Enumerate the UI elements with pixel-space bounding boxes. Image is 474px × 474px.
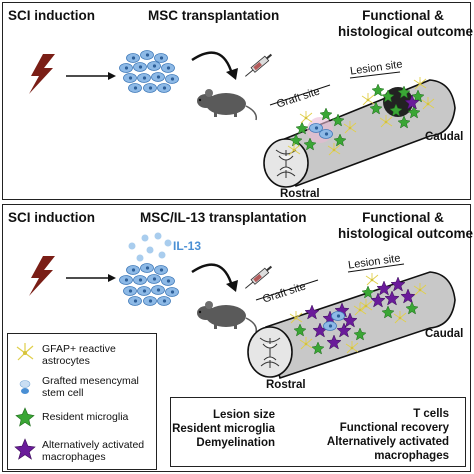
legend-macrophage-icon: [14, 438, 36, 460]
bottom-msc-il13-transplantation-label: MSC/IL-13 transplantation: [140, 210, 307, 225]
bottom-graft-bracket: [255, 279, 319, 301]
top-lesion-bracket: [349, 71, 401, 79]
result-t-cells: T cells: [413, 408, 449, 420]
legend-astrocyte-icon: [16, 343, 34, 361]
legend-box: GFAP+ reactive astrocytes Grafted mesenc…: [7, 333, 157, 470]
top-sci-induction-label: SCI induction: [8, 8, 95, 23]
bottom-lesion-bracket: [347, 263, 405, 273]
bottom-syringe-icon: [242, 263, 274, 292]
top-mouse-icon: [196, 88, 258, 121]
bottom-outcome-line1: Functional &: [362, 210, 444, 225]
legend-item-microglia: Resident microglia: [42, 411, 128, 423]
legend-macrophages-line1: Alternatively activated: [42, 439, 145, 451]
legend-msc-line2: stem cell: [42, 387, 84, 399]
bottom-curved-arrow: [191, 263, 234, 287]
top-curved-arrow: [191, 51, 234, 75]
bottom-mouse-icon: [196, 300, 258, 333]
top-msc-transplantation-label: MSC transplantation: [148, 8, 280, 23]
bottom-lightning-icon: [29, 256, 55, 296]
result-demyelination: Demyelination: [196, 437, 275, 449]
il13-dots-icon: [128, 232, 172, 262]
il13-label: IL-13: [173, 239, 202, 253]
legend-msc-icon: [19, 380, 31, 394]
legend-astrocytes-line2: astrocytes: [42, 355, 90, 367]
result-resident-microglia: Resident microglia: [172, 423, 275, 435]
bottom-outcome-line2: histological outcome: [338, 226, 474, 241]
bottom-msc-cluster-icon: [119, 263, 179, 306]
top-syringe-icon: [242, 51, 274, 80]
results-box: Lesion size Resident microglia Demyelina…: [170, 397, 466, 467]
bottom-outcome-label: Functional & histological outcome: [338, 210, 474, 242]
top-graft-bracket: [269, 84, 331, 106]
legend-microglia-icon: [15, 407, 35, 427]
legend-macrophages-line2: macrophages: [42, 451, 106, 463]
top-caudal-label: Caudal: [425, 131, 464, 143]
result-functional-recovery: Functional recovery: [339, 422, 449, 434]
bottom-rostral-label: Rostral: [266, 379, 306, 391]
legend-item-msc: Grafted mesencymal stem cell: [42, 375, 139, 399]
legend-microglia-line1: Resident microglia: [42, 411, 129, 423]
result-macrophages: macrophages: [374, 450, 449, 462]
bottom-sci-induction-label: SCI induction: [8, 210, 95, 225]
top-lesion-cells: [361, 76, 435, 129]
legend-item-astrocytes: GFAP+ reactive astrocytes: [42, 343, 116, 367]
top-msc-cluster-icon: [119, 50, 179, 93]
top-outcome-line2: histological outcome: [338, 24, 474, 39]
top-lightning-icon: [29, 54, 55, 94]
legend-astrocytes-line1: GFAP+ reactive: [42, 343, 116, 355]
legend-msc-line1: Grafted mesencymal: [42, 375, 139, 387]
result-lesion-size: Lesion size: [213, 409, 275, 421]
result-alt-activated: Alternatively activated: [326, 436, 449, 448]
top-rostral-label: Rostral: [280, 188, 320, 200]
top-graft-cells: [287, 107, 357, 156]
top-outcome-line1: Functional &: [362, 8, 444, 23]
legend-item-macrophages: Alternatively activated macrophages: [42, 439, 144, 463]
bottom-caudal-label: Caudal: [425, 328, 464, 340]
top-outcome-label: Functional & histological outcome: [338, 8, 474, 40]
